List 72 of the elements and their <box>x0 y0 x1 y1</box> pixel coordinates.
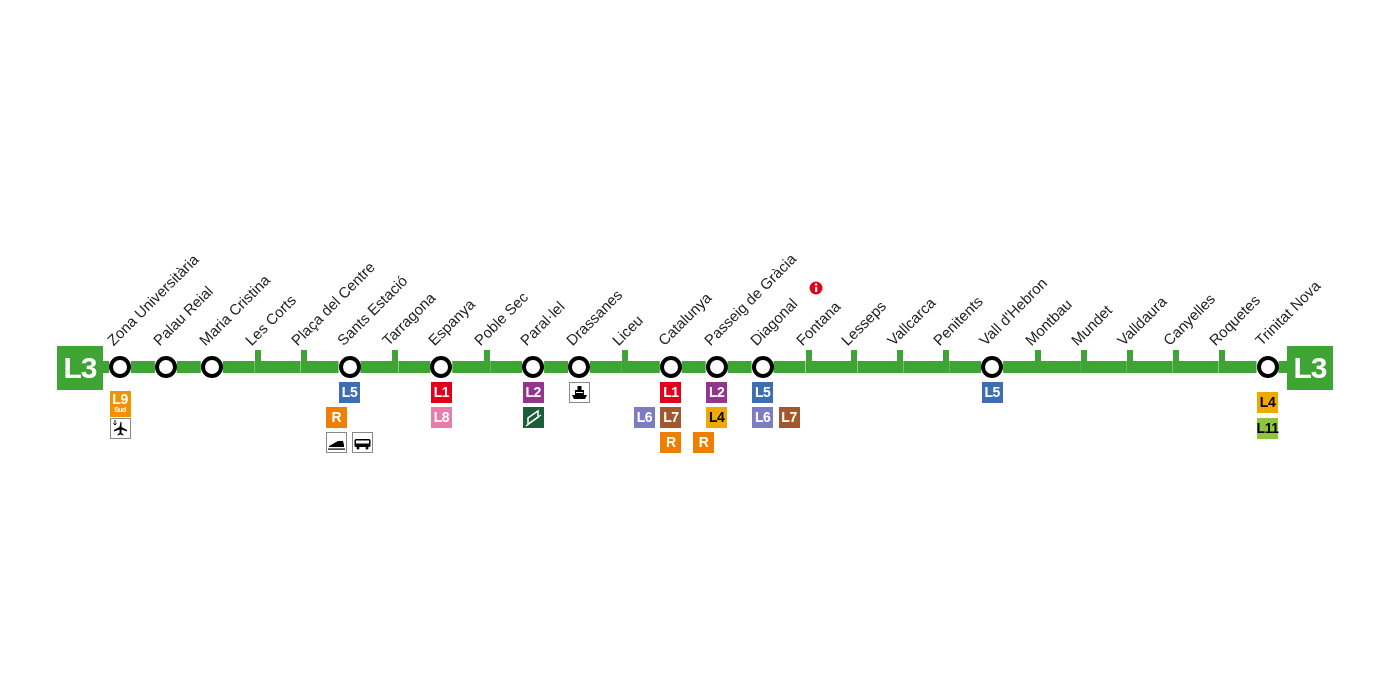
line-badge: L1 <box>660 382 682 403</box>
interchange-station-marker <box>751 356 774 378</box>
metro-line <box>857 361 898 373</box>
line-badge: L3 <box>1287 346 1333 390</box>
metro-line <box>360 361 393 373</box>
station-tick <box>1126 350 1133 373</box>
interchange-station-marker <box>200 356 223 378</box>
line-badge: L5 <box>981 382 1003 403</box>
station-tick <box>621 350 628 373</box>
metro-line <box>1041 361 1081 373</box>
interchange-station-marker <box>568 356 590 378</box>
metro-line <box>1224 361 1257 373</box>
line-badge: L6 <box>633 407 655 428</box>
station-tick <box>254 350 261 373</box>
line-badge: L2 <box>522 382 544 403</box>
line-badge: L7 <box>660 407 682 428</box>
line-badge: L4 <box>706 407 728 428</box>
line-badge: L3 <box>57 346 103 390</box>
line-badge: L5 <box>339 382 360 403</box>
interchange-station-marker <box>659 356 682 378</box>
interchange-station-marker <box>981 356 1004 378</box>
metro-line <box>1278 361 1287 373</box>
metro-line <box>131 361 155 373</box>
metro-line <box>306 361 339 373</box>
line-badge: R <box>693 432 714 453</box>
interchange-station-marker <box>1256 356 1279 378</box>
interchange-station-marker <box>154 356 177 378</box>
metro-line <box>727 361 752 373</box>
interchange-station-marker <box>705 356 728 378</box>
metro-line <box>773 361 806 373</box>
station-tick <box>897 350 904 373</box>
line-badge: L1 <box>430 382 452 403</box>
line-badge: R <box>660 432 682 453</box>
metro-line <box>903 361 944 373</box>
line-code: L9 <box>112 391 128 407</box>
line-badge: L5 <box>752 382 774 403</box>
metro-line <box>590 361 622 373</box>
station-tick <box>484 350 491 373</box>
metro-line <box>1003 361 1035 373</box>
station-tick <box>300 350 307 373</box>
line-badge: L2 <box>706 382 728 403</box>
metro-line <box>103 361 109 373</box>
station-tick <box>943 350 950 373</box>
metro-line <box>490 361 523 373</box>
station-tick <box>805 350 812 373</box>
metro-line <box>452 361 485 373</box>
line-badge: R <box>325 407 347 428</box>
metro-line <box>222 361 255 373</box>
line-badge: L8 <box>430 407 452 428</box>
station-tick <box>1172 350 1179 373</box>
metro-line <box>627 361 660 373</box>
interchange-station-marker <box>430 356 453 378</box>
line-badge: L4 <box>1257 392 1278 413</box>
metro-line <box>811 361 852 373</box>
station-tick <box>851 350 858 373</box>
metro-line <box>176 361 201 373</box>
interchange-station-marker <box>109 356 131 378</box>
metro-line <box>681 361 706 373</box>
metro-line <box>398 361 431 373</box>
metro-line <box>260 361 301 373</box>
metro-line <box>1086 361 1127 373</box>
interchange-station-marker <box>338 356 361 378</box>
metro-line <box>544 361 568 373</box>
line-badge: L7 <box>778 407 800 428</box>
metro-line <box>1178 361 1219 373</box>
station-tick <box>1080 350 1087 373</box>
interchange-station-marker <box>522 356 545 378</box>
metro-line <box>949 361 982 373</box>
line-badge: L6 <box>752 407 774 428</box>
metro-line <box>1132 361 1173 373</box>
station-tick <box>1218 350 1225 373</box>
station-tick <box>392 350 399 373</box>
